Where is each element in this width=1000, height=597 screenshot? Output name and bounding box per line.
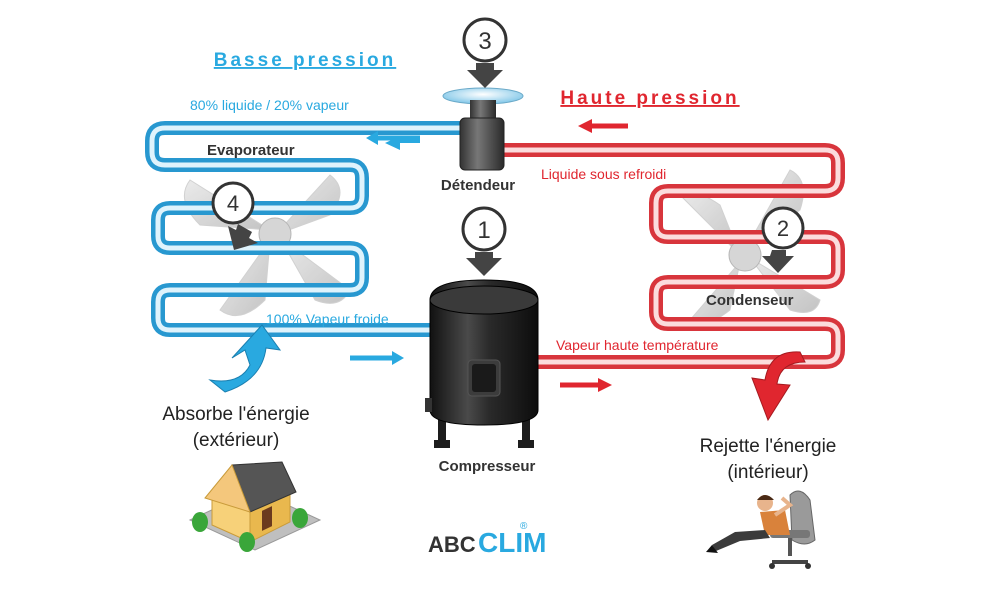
mix-80-20-label: 80% liquide / 20% vapeur: [190, 97, 349, 113]
compressor: [425, 279, 539, 448]
house-illustration: [188, 461, 322, 552]
step-marker-2: 2: [761, 206, 805, 273]
logo-clim: CLIM: [478, 527, 546, 558]
absorb-energy-arrow: [208, 324, 282, 393]
reject-energy-line1: Rejette l'énergie: [700, 436, 837, 457]
hot-vapor-label: Vapeur haute température: [556, 337, 719, 353]
step-1-label: 1: [477, 217, 490, 244]
logo-registered-mark: ®: [520, 521, 528, 532]
step-2-label: 2: [777, 216, 789, 241]
relaxing-person-illustration: [706, 490, 816, 569]
step-marker-3: 3: [462, 17, 508, 88]
subcooled-liquid-label: Liquide sous refroidi: [541, 166, 666, 182]
condenser-label: Condenseur: [706, 292, 794, 309]
step-4-label: 4: [227, 191, 239, 216]
evaporator-coil-highlight: [149, 125, 460, 333]
expansion-valve-label: Détendeur: [441, 177, 515, 194]
flow-arrows: [350, 119, 628, 392]
absorb-energy-line2: (extérieur): [193, 430, 280, 451]
cold-vapor-label: 100% Vapeur froide: [266, 311, 389, 327]
high-pressure-title: Haute pression: [560, 88, 739, 109]
low-pressure-title: Basse pression: [214, 50, 396, 71]
compressor-label: Compresseur: [439, 458, 536, 475]
absorb-energy-line1: Absorbe l'énergie: [162, 404, 309, 425]
logo-abc: ABC: [428, 532, 476, 557]
evaporator-coil: [145, 121, 460, 337]
reject-energy-line2: (intérieur): [727, 462, 808, 483]
evaporator-label: Evaporateur: [207, 142, 295, 159]
expansion-valve: [442, 87, 524, 171]
reject-energy-arrow: [751, 351, 806, 422]
step-marker-1: 1: [461, 206, 507, 276]
step-marker-4: 4: [211, 181, 258, 250]
abcclim-logo: ABC CLIM ®: [428, 521, 546, 558]
step-3-label: 3: [478, 28, 491, 55]
condenser-coil-highlight: [500, 147, 841, 365]
